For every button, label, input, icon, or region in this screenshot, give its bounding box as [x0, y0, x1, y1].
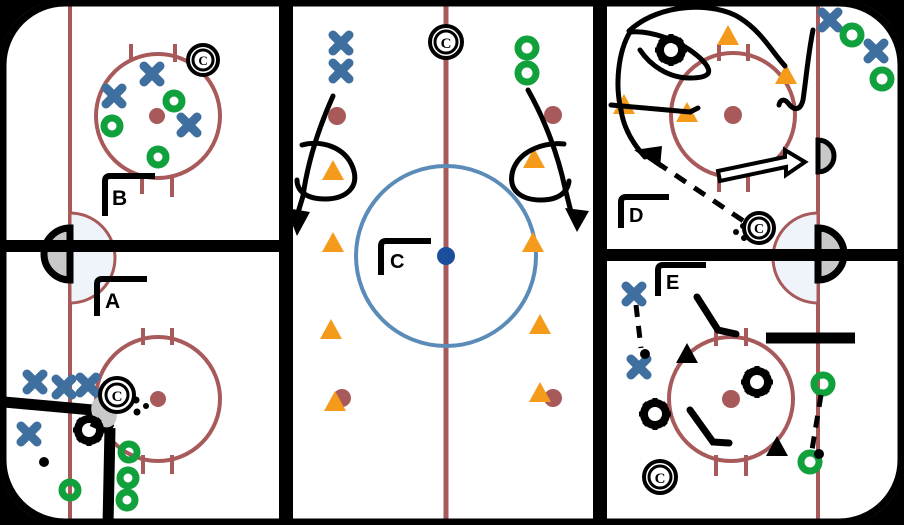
- center-cones: [320, 148, 551, 411]
- panel-label-b-bracket: [102, 173, 155, 216]
- center-arrowheads: [286, 208, 589, 236]
- panel-label-b: B: [112, 187, 127, 210]
- panel-label-e: E: [666, 272, 679, 294]
- panel-label-a-bracket: [94, 276, 147, 316]
- goal-nets: [40, 137, 848, 284]
- svg-text:C: C: [441, 36, 452, 52]
- center-ice-circle: [354, 164, 538, 348]
- pass-block-arrow: [715, 146, 809, 184]
- panel-label-a: A: [105, 290, 120, 313]
- panel-e-triangles: [676, 343, 788, 456]
- panel-top-right-markers: [608, 4, 895, 241]
- panel-bottom-right-markers: [621, 281, 855, 475]
- panel-e-sticks: [686, 293, 740, 447]
- panel-top-left-markers: [100, 61, 202, 169]
- panel-label-e-bracket: [655, 262, 706, 296]
- panel-label-c-bracket: [378, 238, 431, 275]
- svg-text:C: C: [655, 471, 666, 487]
- panel-label-d: D: [629, 205, 643, 227]
- svg-text:C: C: [754, 222, 764, 237]
- svg-text:C: C: [112, 389, 123, 405]
- copyright-stamps: C C C C: [98, 24, 776, 495]
- panel-bottom-left-markers: [3, 369, 149, 525]
- panel-center-markers: [286, 30, 589, 411]
- svg-text:C: C: [198, 53, 207, 68]
- panel-label-d-bracket: [618, 194, 669, 228]
- panel-label-c: C: [390, 251, 404, 273]
- gear-icons: [73, 34, 773, 446]
